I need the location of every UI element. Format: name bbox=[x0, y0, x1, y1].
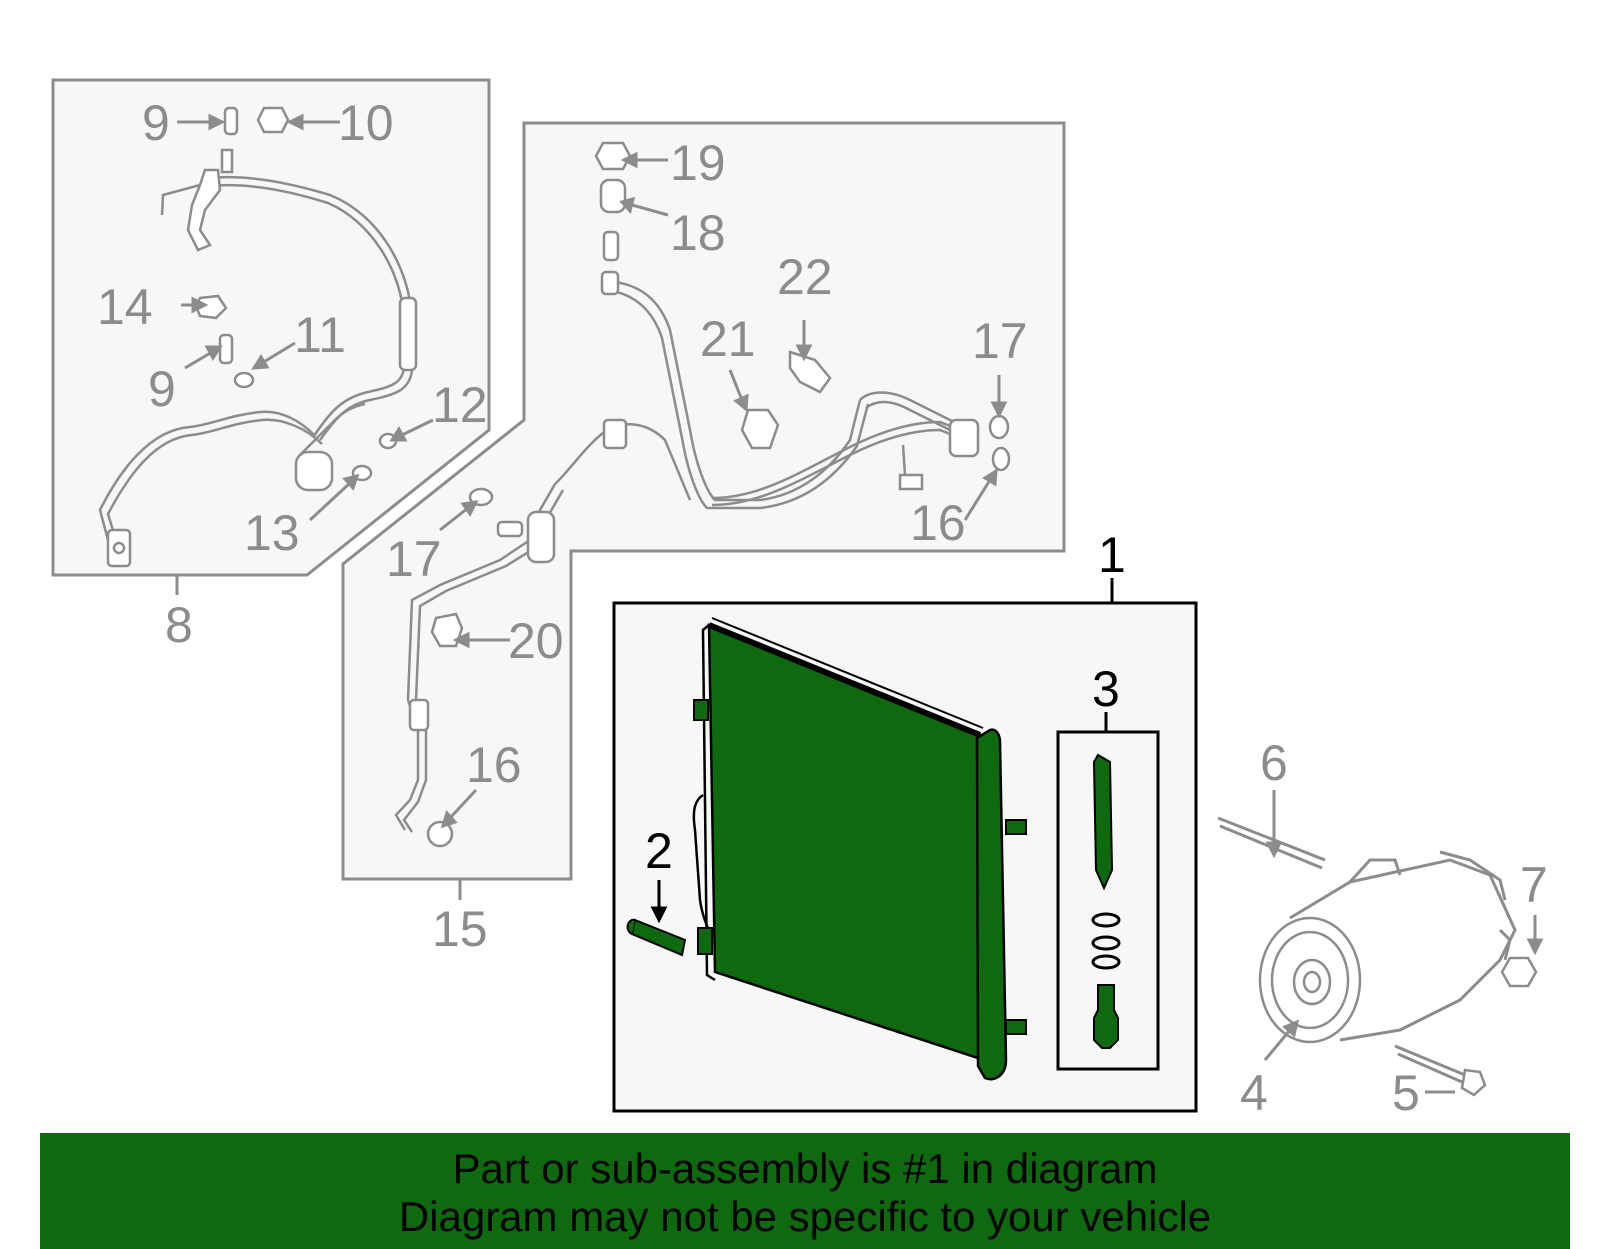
callout-5: 5 bbox=[1392, 1065, 1420, 1121]
leader-lines bbox=[175, 113, 1544, 1094]
callout-1: 1 bbox=[1098, 527, 1126, 583]
callout-3: 3 bbox=[1092, 661, 1120, 717]
callout-16-left: 16 bbox=[466, 737, 522, 793]
callout-9-mid: 9 bbox=[148, 361, 176, 417]
callout-21: 21 bbox=[700, 311, 756, 367]
condenser-assembly bbox=[692, 617, 1027, 1081]
callout-18: 18 bbox=[670, 205, 726, 261]
leader-lines-dark bbox=[650, 578, 1114, 924]
item-3-desiccant bbox=[1091, 753, 1121, 1049]
hose-assembly-8 bbox=[98, 106, 418, 568]
callout-19: 19 bbox=[670, 135, 726, 191]
callout-13: 13 bbox=[244, 505, 300, 561]
banner-line-1: Part or sub-assembly is #1 in diagram bbox=[452, 1145, 1158, 1192]
callout-14: 14 bbox=[97, 279, 153, 335]
callout-7: 7 bbox=[1520, 857, 1548, 913]
item-5-bolt bbox=[1394, 1044, 1487, 1097]
callout-17-left: 17 bbox=[386, 531, 442, 587]
compressor bbox=[1258, 850, 1517, 1044]
callout-20: 20 bbox=[508, 613, 564, 669]
callout-2: 2 bbox=[645, 823, 673, 879]
group-15-panel bbox=[341, 121, 1066, 881]
callout-6: 6 bbox=[1260, 735, 1288, 791]
item-2-plug bbox=[626, 918, 687, 957]
callout-10: 10 bbox=[338, 95, 394, 151]
callout-16-right: 16 bbox=[910, 495, 966, 551]
callout-12: 12 bbox=[432, 377, 488, 433]
callout-22: 22 bbox=[777, 249, 833, 305]
callout-9-top: 9 bbox=[142, 95, 170, 151]
callout-17-right: 17 bbox=[972, 313, 1028, 369]
callout-4: 4 bbox=[1240, 1065, 1268, 1121]
hose-assembly-15 bbox=[394, 141, 1011, 848]
callout-8: 8 bbox=[165, 597, 193, 653]
callout-11: 11 bbox=[294, 307, 346, 363]
banner-line-2: Diagram may not be specific to your vehi… bbox=[398, 1193, 1212, 1240]
callout-15: 15 bbox=[432, 901, 488, 957]
disclaimer-banner: Part or sub-assembly is #1 in diagram Di… bbox=[40, 1133, 1570, 1249]
item-7-nut bbox=[1500, 956, 1538, 988]
